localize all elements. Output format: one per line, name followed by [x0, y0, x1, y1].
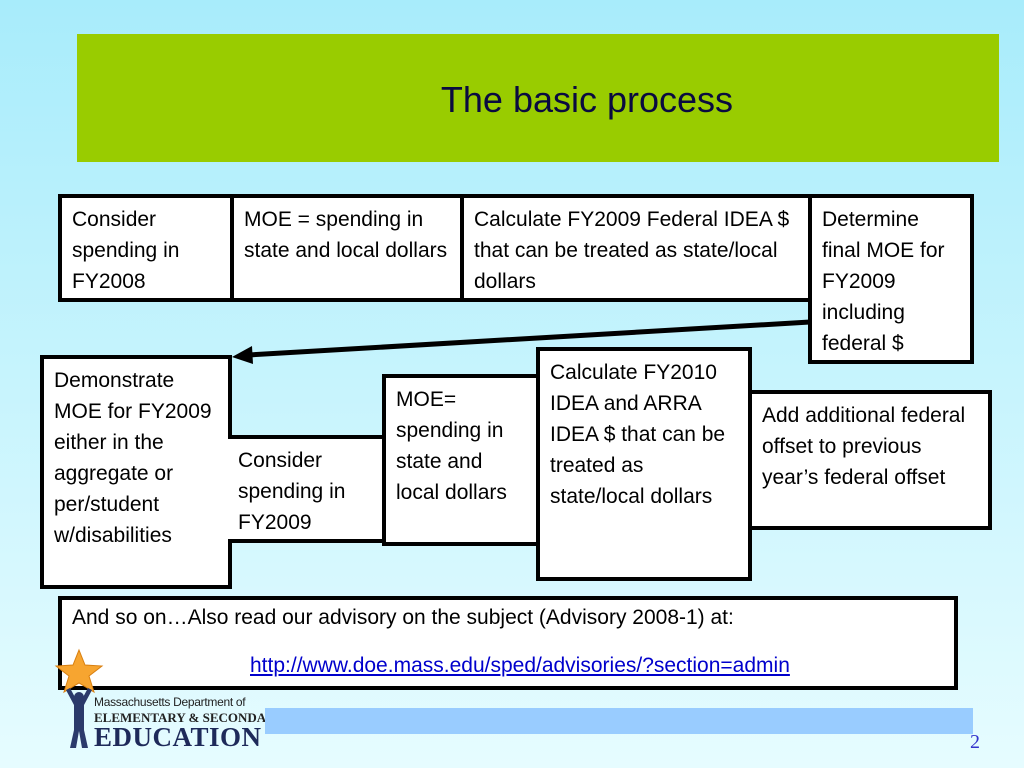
box-consider-fy2009: Consider spending in FY2009: [228, 435, 388, 543]
box-determine-final: Determine final MOE for FY2009 including…: [808, 194, 974, 364]
box-consider-fy2008: Consider spending in FY2008: [58, 194, 234, 302]
logo-line-2: ELEMENTARY & SECONDARY: [94, 710, 285, 725]
advisory-note: And so on…Also read our advisory on the …: [58, 596, 958, 690]
box-demonstrate-moe: Demonstrate MOE for FY2009 either in the…: [40, 355, 232, 589]
star-figure-icon: [54, 648, 104, 748]
footer-bar: [265, 708, 973, 734]
slide-title: The basic process: [440, 79, 734, 120]
box-moe-spending-2: MOE= spending in state and local dollars: [382, 374, 540, 546]
box-calc-fy2009: Calculate FY2009 Federal IDEA $ that can…: [460, 194, 812, 302]
logo-line-1: Massachusetts Department of: [94, 695, 246, 709]
title-bar: [77, 34, 999, 162]
page-number: 2: [970, 731, 980, 753]
advisory-text: And so on…Also read our advisory on the …: [72, 606, 734, 629]
logo-line-3: EDUCATION: [94, 722, 262, 752]
box-calc-fy2010: Calculate FY2010 IDEA and ARRA IDEA $ th…: [536, 347, 752, 581]
advisory-link[interactable]: http://www.doe.mass.edu/sped/advisories/…: [250, 654, 790, 677]
box-moe-spending-1: MOE = spending in state and local dollar…: [230, 194, 464, 302]
